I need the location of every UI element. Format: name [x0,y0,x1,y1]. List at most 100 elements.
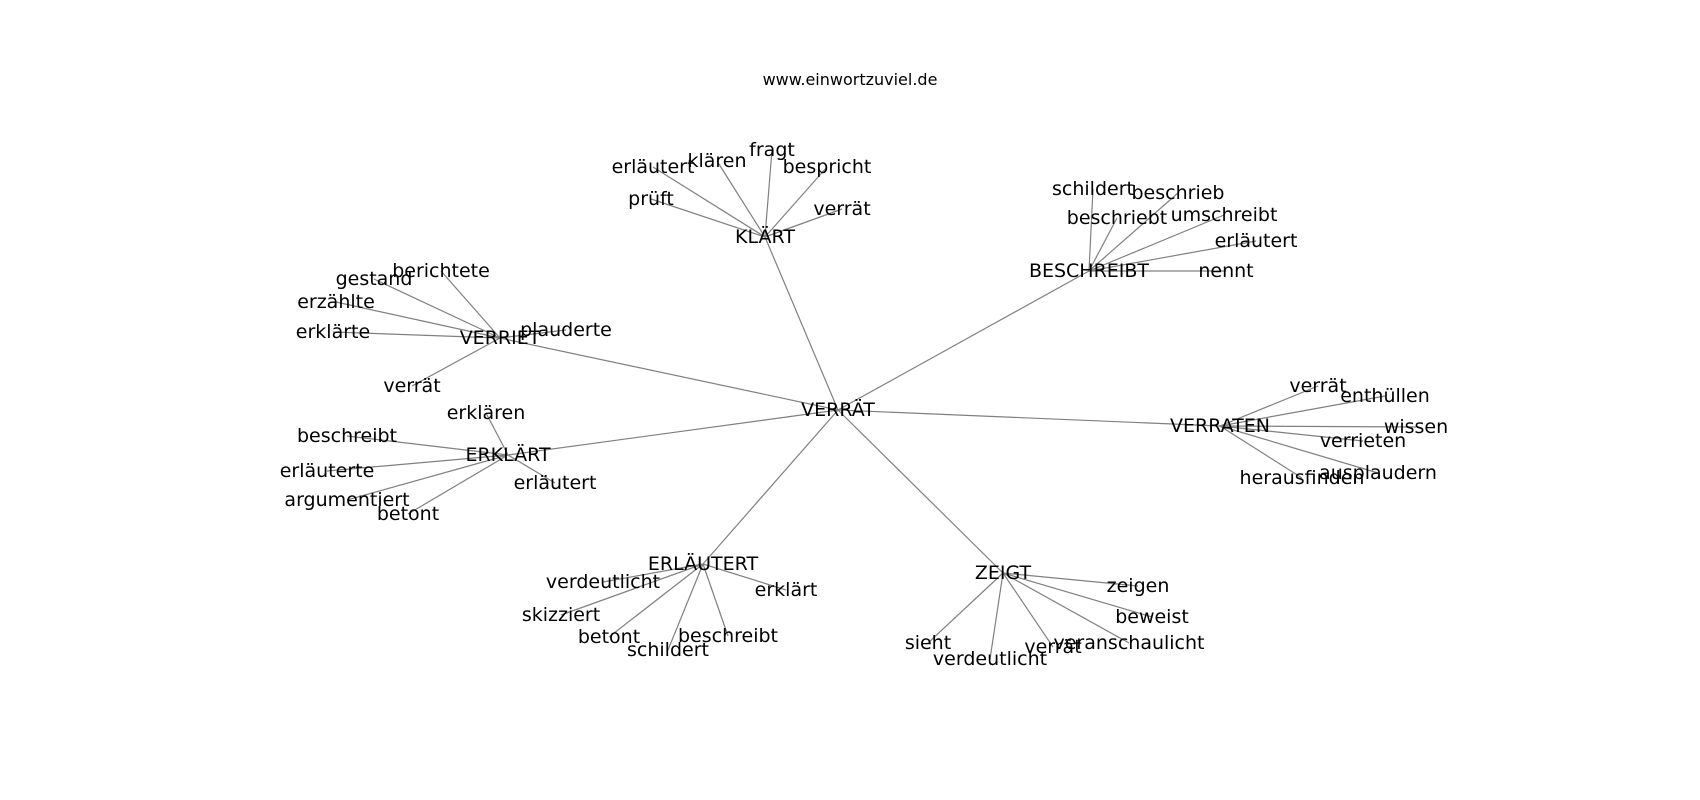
leaf-node-label: wissen [1384,416,1448,438]
hub-node-label-beschreibt: BESCHREIBT [1029,260,1149,282]
edge-verriet-leaf-4 [499,329,567,339]
edge-center-zeigt [837,409,1004,574]
hub-node-label-verriet: VERRIET [460,327,541,349]
edge-klaert-leaf-2 [764,149,773,238]
edge-erklaert-leaf-3 [507,454,556,484]
edge-verraten-leaf-1 [1219,395,1386,427]
edge-zeigt-leaf-3 [1002,572,1130,644]
leaf-node-label: verdeutlicht [546,571,660,593]
leaf-node-label: erzählte [297,291,375,313]
hub-node-label-klaert: KLÄRT [735,225,795,248]
leaf-node-label: bespricht [783,156,872,178]
leaf-node-label: argumentiert [284,489,409,511]
edge-erlaeutert-leaf-1 [702,563,787,591]
hub-node-label-erklaert: ERKLÄRT [465,443,551,466]
edge-zeigt-leaf-0 [1002,572,1139,587]
edge-verriet-leaf-5 [411,337,501,387]
edge-erlaeutert-leaf-0 [602,563,704,583]
edge-center-erlaeutert [702,409,839,565]
leaf-node-label: enthüllen [1340,385,1430,407]
leaf-node-label: schildert [627,639,709,661]
leaf-node-label: verrieten [1320,430,1406,452]
leaf-node-label: verrät [813,198,870,220]
hub-node-label-erlaeutert: ERLÄUTERT [648,552,759,575]
edge-beschreibt-leaf-0 [1088,188,1094,272]
edge-zeigt-leaf-2 [927,572,1004,644]
leaf-node-label: plauderte [520,319,612,341]
leaf-node-label: sieht [905,632,951,654]
leaf-node-label: beschriebt [1067,207,1167,229]
leaf-node-label: verrät [383,375,440,397]
leaf-node-label: erklärte [296,321,370,343]
leaf-node-label: veranschaulicht [1054,632,1205,654]
edge-erklaert-leaf-1 [346,435,509,456]
edge-erlaeutert-leaf-4 [702,563,729,637]
leaf-node-label: skizziert [522,604,600,626]
leaf-node-label: nennt [1198,260,1253,282]
edge-verraten-leaf-3 [1219,425,1364,442]
leaf-node-label: betont [377,503,439,525]
leaf-node-label: beschreibt [678,625,778,647]
edge-center-verriet [499,337,839,411]
edge-erklaert-leaf-5 [407,454,509,515]
edge-center-erklaert [507,409,839,456]
edge-verriet-leaf-1 [440,270,501,339]
edge-klaert-leaf-3 [764,166,828,238]
edge-zeigt-leaf-5 [989,572,1004,660]
leaf-node-label: zeigen [1107,575,1170,597]
edge-zeigt-leaf-4 [1002,572,1054,648]
leaf-node-label: umschreibt [1171,204,1278,226]
leaf-node-label: gestand [336,268,413,290]
edge-verriet-leaf-0 [373,278,501,339]
leaf-node-label: fragt [749,139,795,161]
edge-klaert-leaf-5 [764,208,843,238]
edge-center-verraten [837,409,1221,427]
edge-erklaert-leaf-0 [485,412,509,456]
leaf-node-label: herausfinden [1240,467,1365,489]
leaf-node-label: ausplaudern [1319,462,1437,484]
leaf-node-label: betont [578,626,640,648]
edge-erlaeutert-leaf-3 [608,563,704,638]
edge-erklaert-leaf-2 [326,454,509,472]
edge-center-beschreibt [837,270,1090,411]
leaf-node-label: berichtete [392,260,490,282]
edge-beschreibt-leaf-2 [1088,217,1118,272]
edge-klaert-leaf-0 [652,166,766,238]
edge-verraten-leaf-5 [1219,425,1303,479]
leaf-node-label: beweist [1115,606,1189,628]
edge-verraten-leaf-4 [1219,425,1379,474]
edge-beschreibt-leaf-1 [1088,192,1179,272]
leaf-node-label: erläutert [612,156,695,178]
edge-erklaert-leaf-4 [346,454,509,501]
edge-beschreibt-leaf-4 [1088,240,1257,272]
leaf-node-label: verrät [1289,375,1346,397]
leaf-node-label: erklärt [755,579,818,601]
edge-beschreibt-leaf-3 [1088,214,1225,272]
leaf-node-label: beschrieb [1132,182,1225,204]
leaf-node-label: erläutert [514,472,597,494]
edge-klaert-leaf-1 [716,160,766,238]
leaf-node-label: verdeutlicht [933,648,1047,670]
leaf-node-label: erläuterte [280,460,375,482]
leaf-node-label: beschreibt [297,425,397,447]
edge-klaert-leaf-4 [650,198,766,238]
edge-verraten-leaf-0 [1219,385,1319,427]
edge-erlaeutert-leaf-2 [560,563,704,616]
edge-verriet-leaf-3 [332,331,501,339]
edge-center-klaert [764,236,839,411]
leaf-node-label: erklären [447,402,526,424]
leaf-node-label: klären [687,150,746,172]
hub-node-label-zeigt: ZEIGT [975,562,1032,584]
center-node-label: VERRÄT [801,398,875,421]
source-label: www.einwortzuviel.de [762,70,938,89]
edge-verraten-leaf-2 [1219,425,1417,428]
leaf-node-label: prüft [628,188,674,210]
edges-layer [326,149,1417,660]
hub-node-label-verraten: VERRATEN [1170,415,1270,437]
edge-verriet-leaf-2 [335,301,501,339]
leaf-node-label: erläutert [1215,230,1298,252]
leaf-node-label: verrät [1024,636,1081,658]
